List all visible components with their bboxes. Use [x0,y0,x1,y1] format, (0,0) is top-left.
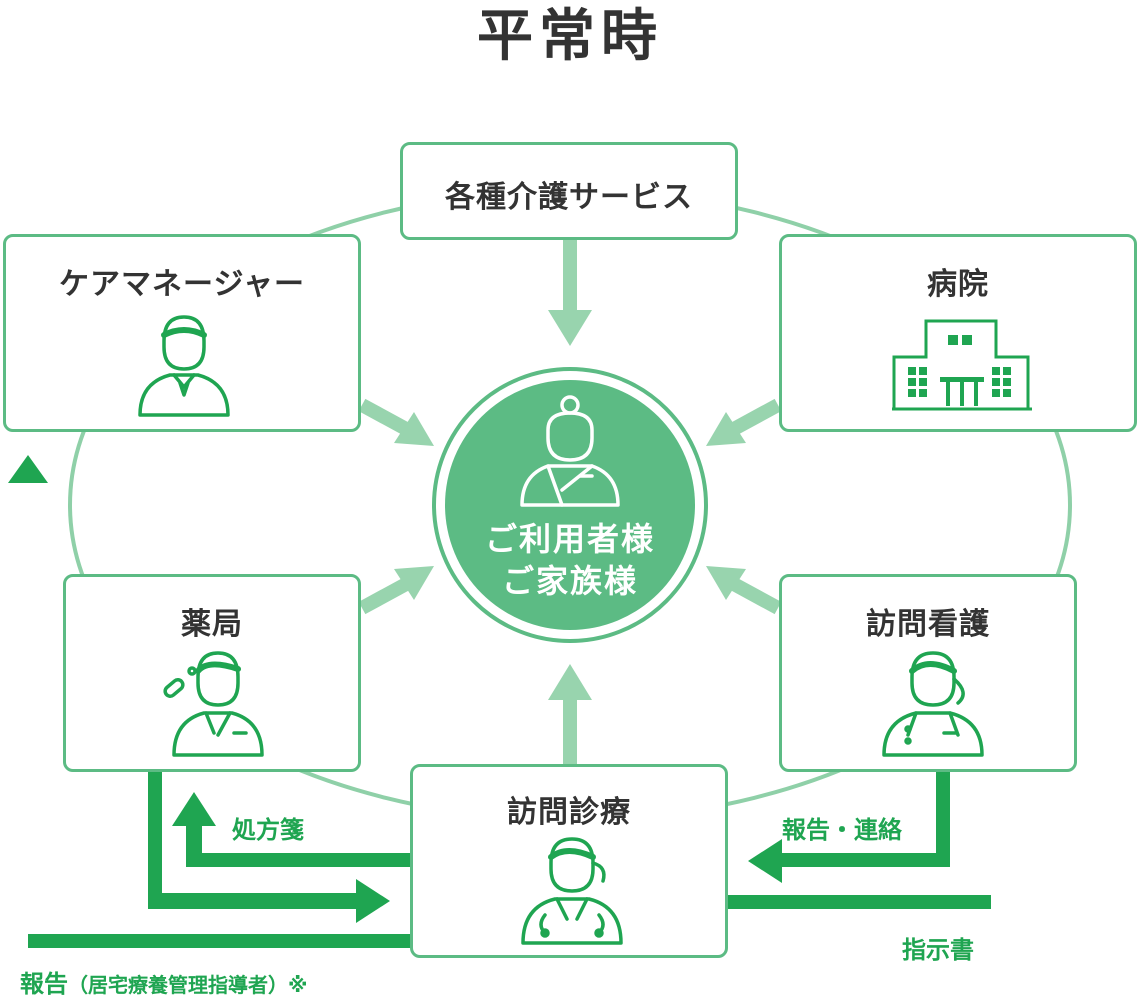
nurse-icon [882,651,984,757]
flow-report-line [28,934,410,948]
node-home-nursing: 訪問看護 [779,574,1077,772]
arrow-from-care-services [548,240,592,346]
label-prescription: 処方箋 [232,816,304,844]
label-report-main: 報告 [20,970,68,998]
arrow-from-care-manager [358,398,434,446]
arrow-from-hospital [706,398,782,446]
node-care-manager: ケアマネージャー [3,234,361,432]
flow-prescription [172,792,410,867]
user-icon [520,395,620,507]
label-report: 報告（居宅療養管理指導者）※ [20,964,307,999]
node-hospital-label: 病院 [927,267,989,302]
arrow-from-home-nursing [706,566,782,615]
up-triangle-marker [8,455,48,483]
node-home-medical: 訪問診療 [410,764,728,958]
flow-report-contact [748,772,950,883]
center-label-users: ご利用者様 [484,520,655,558]
node-home-nursing-label: 訪問看護 [866,607,990,642]
node-care-services-label: 各種介護サービス [445,180,693,215]
doctor-icon [521,837,623,945]
hospital-icon [892,319,1032,411]
node-care-services: 各種介護サービス [400,142,738,240]
arrow-from-pharmacy [358,566,434,615]
care-manager-icon [138,315,230,417]
node-home-medical-label: 訪問診療 [507,795,631,830]
arrow-from-home-medical [548,664,592,764]
label-report-contact: 報告・連絡 [782,816,902,844]
flow-pharmacy-to-medical [148,772,390,923]
pharmacist-icon [163,651,264,757]
label-report-note: （居宅療養管理指導者）※ [68,973,308,997]
node-care-manager-label: ケアマネージャー [59,267,305,302]
node-pharmacy: 薬局 [63,574,361,772]
label-instructions: 指示書 [902,936,974,964]
center-label-family: ご家族様 [501,562,638,600]
page-title: 平常時 [477,4,663,69]
node-pharmacy-label: 薬局 [181,607,243,642]
flow-instructions-line [728,895,991,909]
node-hospital: 病院 [779,234,1137,432]
